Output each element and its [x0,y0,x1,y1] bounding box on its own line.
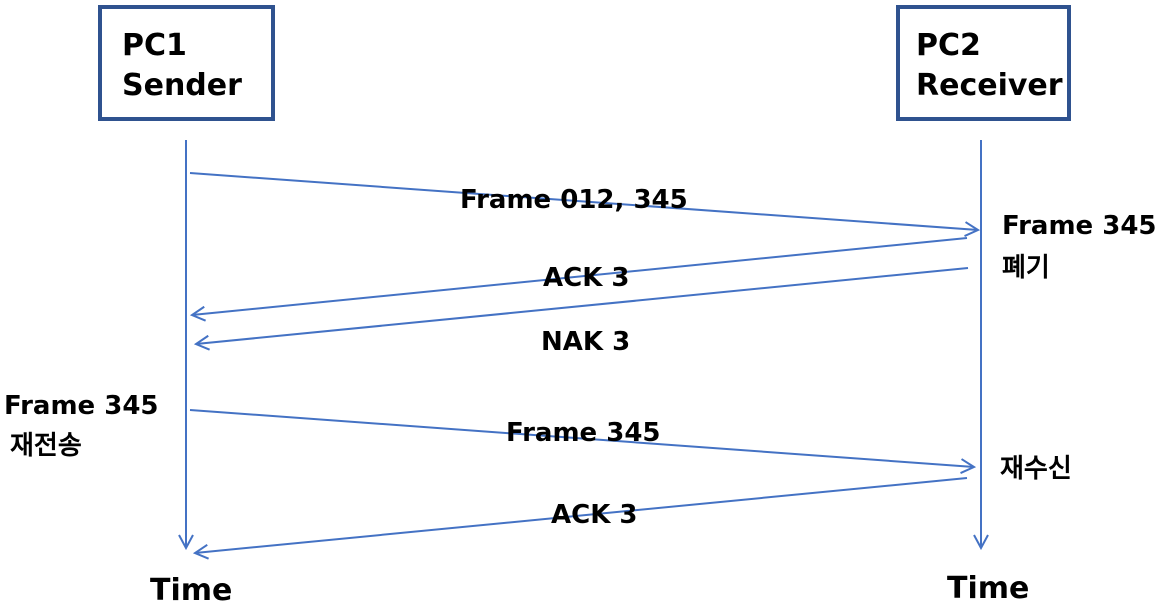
message-nak-3-arrow [196,267,969,344]
message-frame-345-label: Frame 345 [506,418,661,448]
sender-role: Sender [122,68,242,103]
receiver-title: PC2 [916,28,981,63]
receiver-rereceive-note: 재수신 [1000,454,1072,484]
message-ack-3-first-arrow [192,237,968,315]
message-ack-3-second-label: ACK 3 [551,500,638,530]
receiver-discard-note-line2: 폐기 [1002,253,1050,283]
sender-node: PC1 Sender [98,5,275,121]
sender-retransmit-note-line1: Frame 345 [4,391,159,421]
sender-box [98,5,275,121]
message-ack-3-second-arrow [195,477,968,553]
receiver-role: Receiver [916,68,1063,103]
message-frame-345-arrow [189,409,974,467]
message-nak-3-label: NAK 3 [541,327,630,357]
message-frame-012-345-arrow [189,172,978,230]
sender-retransmit-note-line2: 재전송 [10,431,82,461]
receiver-time-label: Time [947,571,1029,606]
receiver-box [896,5,1071,121]
sender-time-label: Time [150,573,232,608]
receiver-discard-note-line1: Frame 345 [1002,211,1157,241]
message-ack-3-first-label: ACK 3 [543,263,630,293]
sender-title: PC1 [122,28,187,63]
receiver-node: PC2 Receiver [896,5,1071,121]
message-frame-012-345-label: Frame 012, 345 [460,185,688,215]
